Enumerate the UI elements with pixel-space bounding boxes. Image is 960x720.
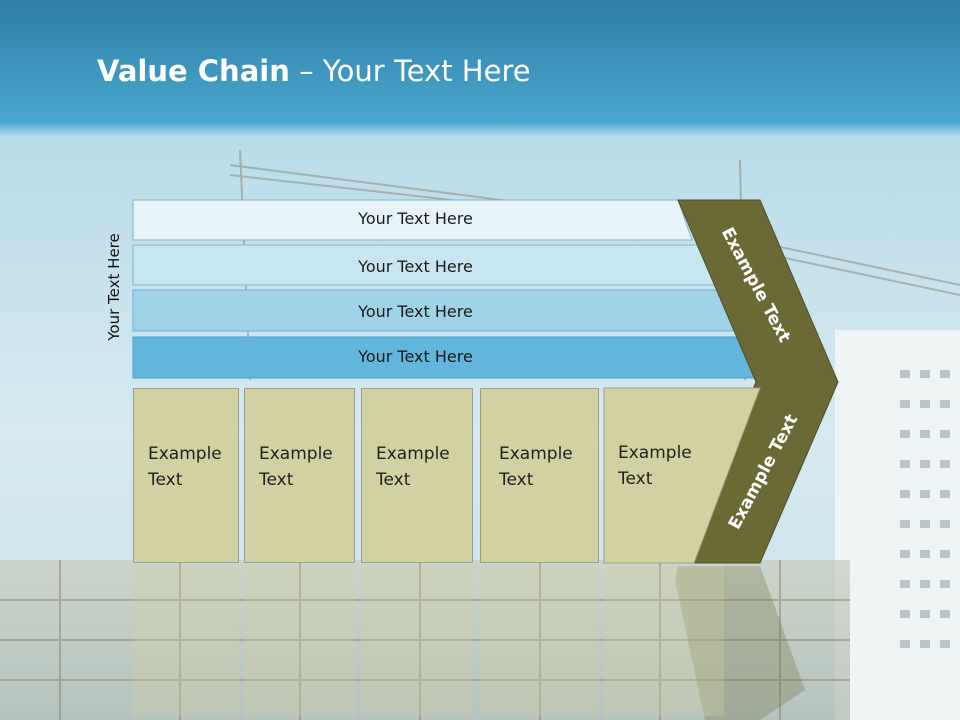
title-bold: Value Chain xyxy=(97,54,290,88)
box-2-reflection xyxy=(244,566,355,716)
title-rest: – Your Text Here xyxy=(289,54,531,88)
box-1-line2: Text xyxy=(148,470,183,490)
row-label-3: Your Text Here xyxy=(358,302,473,321)
box-5-line2: Text xyxy=(618,469,653,489)
box-3-reflection xyxy=(361,566,473,716)
row-label-2: Your Text Here xyxy=(358,257,473,276)
box-3-line2: Text xyxy=(376,470,411,490)
box-3-line1: Example xyxy=(376,444,450,464)
row-label-4: Your Text Here xyxy=(358,347,473,366)
row-label-1: Your Text Here xyxy=(358,209,473,228)
chevron-reflection xyxy=(675,566,805,720)
box-2-line1: Example xyxy=(259,444,333,464)
row-band-1 xyxy=(132,199,693,241)
box-5-shape xyxy=(603,387,761,564)
box-1-reflection xyxy=(133,566,239,716)
box-5-reflection xyxy=(604,566,724,716)
slide-title: Value Chain – Your Text Here xyxy=(97,54,531,88)
box-1-line1: Example xyxy=(148,444,222,464)
box-4-line1: Example xyxy=(499,444,573,464)
box-4-reflection xyxy=(480,566,599,716)
box-4-line2: Text xyxy=(499,470,534,490)
box-5-line1: Example xyxy=(618,443,692,463)
box-2-line2: Text xyxy=(259,470,294,490)
